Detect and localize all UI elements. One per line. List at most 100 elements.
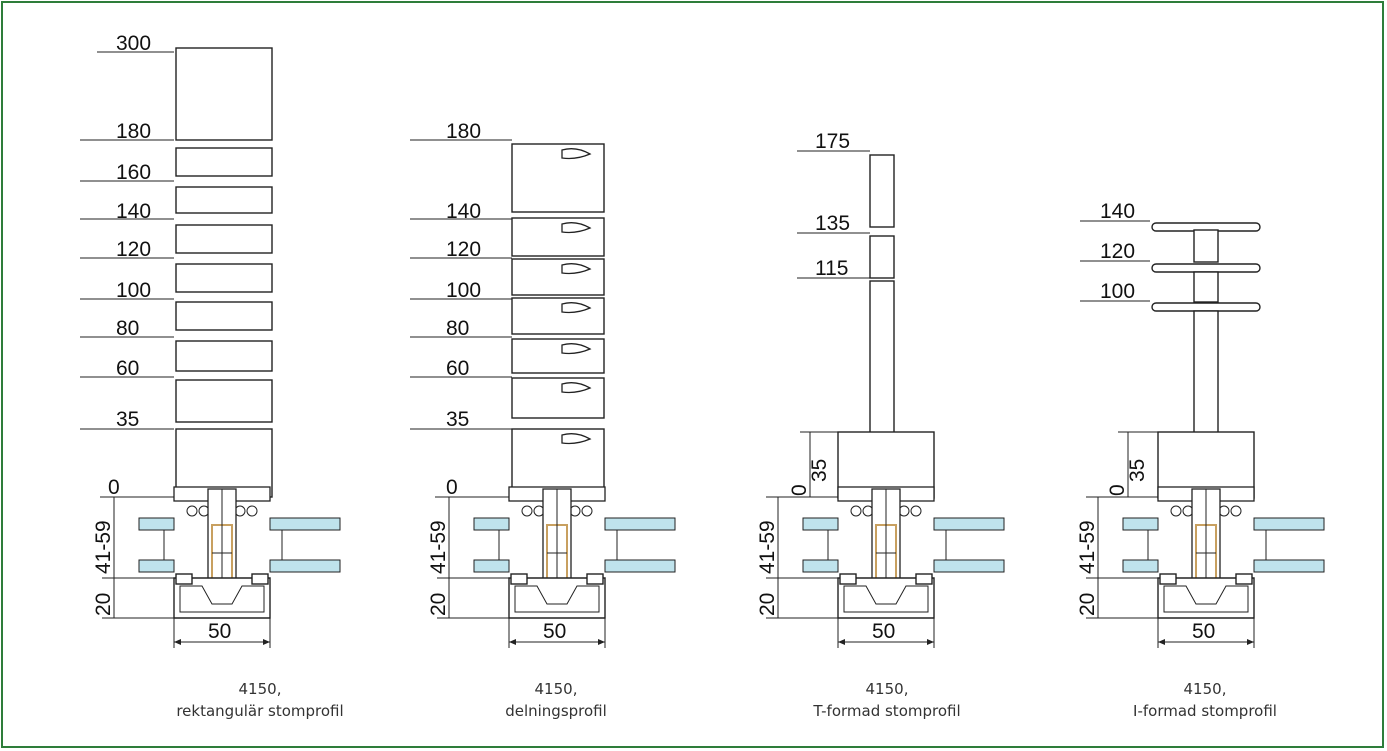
height-label: 120: [446, 238, 481, 261]
glass-pane: [802, 517, 839, 531]
clip-connector: [561, 222, 592, 234]
assembly-t-shaped: 41-59 20 50: [756, 486, 1005, 648]
glass-pane: [1122, 559, 1159, 573]
arrow-head: [598, 639, 605, 645]
profile-chamber: [175, 224, 273, 254]
clip-connector: [561, 343, 592, 355]
profile-chamber: [175, 379, 273, 423]
stem-segment: [1193, 310, 1219, 434]
profile-chamber: [511, 338, 605, 374]
screw-hole: [581, 505, 593, 517]
height-label: 0: [108, 476, 120, 499]
pressure-plate-inner: [843, 585, 929, 613]
profile-chamber: [175, 147, 273, 177]
arrow-head: [1158, 639, 1165, 645]
height-label: 140: [116, 200, 151, 223]
height-label: 0: [446, 476, 458, 499]
height-label: 80: [446, 317, 469, 340]
gasket-seal: [1159, 573, 1177, 585]
pressure-plate-inner: [179, 585, 265, 613]
height-label: 180: [116, 120, 151, 143]
height-label: 120: [116, 238, 151, 261]
glass-thickness-label: 41-59: [756, 520, 779, 574]
screw-hole: [850, 505, 862, 517]
profile-chamber: [511, 377, 605, 419]
screw-hole: [521, 505, 533, 517]
profile-chamber: [511, 217, 605, 257]
stem-segment: [869, 154, 895, 228]
profile-chamber: [511, 428, 605, 498]
height-label: 100: [116, 279, 151, 302]
width-label: 50: [1192, 620, 1215, 643]
gasket-seal: [1235, 573, 1253, 585]
clip-connector: [561, 148, 592, 160]
arrow-head: [263, 639, 270, 645]
bottom-depth-label: 20: [756, 593, 779, 616]
height-label: 300: [116, 32, 151, 55]
clip-connector: [561, 382, 592, 394]
screw-hole: [1170, 505, 1182, 517]
glass-pane: [269, 517, 341, 531]
caption-code: 4150,: [1183, 680, 1227, 698]
glass-pane: [604, 517, 676, 531]
caption-name: T-formad stomprofil: [813, 702, 961, 720]
flange: [1151, 302, 1261, 312]
height-label: 115: [815, 257, 848, 280]
width-label: 50: [543, 620, 566, 643]
profile-chamber: [511, 143, 605, 213]
arrow-head: [838, 639, 845, 645]
width-label: 50: [208, 620, 231, 643]
height-label: 60: [116, 357, 139, 380]
bottom-depth-label: 20: [1076, 593, 1099, 616]
height-label: 160: [116, 161, 151, 184]
gasket-seal: [175, 573, 193, 585]
stem-segment: [1193, 271, 1219, 303]
profile-chamber: [175, 263, 273, 293]
glass-pane: [473, 559, 510, 573]
screw-hole: [910, 505, 922, 517]
profile-chamber: [175, 186, 273, 214]
flange: [1151, 263, 1261, 273]
arrow-head: [1247, 639, 1254, 645]
pressure-plate-inner: [1163, 585, 1249, 613]
stem-segment: [869, 235, 895, 279]
profile-chamber: [175, 301, 273, 331]
stem-segment: [1193, 229, 1219, 263]
glass-pane: [473, 517, 510, 531]
height-label: 0: [1106, 484, 1129, 496]
height-label: 120: [1100, 240, 1135, 263]
profile-chamber: [511, 297, 605, 335]
screw-hole: [246, 505, 258, 517]
glass-pane: [1253, 559, 1325, 573]
clip-connector: [561, 263, 592, 275]
glass-pane: [269, 559, 341, 573]
arrow-head: [927, 639, 934, 645]
gasket-seal: [510, 573, 528, 585]
caption-name: I-formad stomprofil: [1133, 702, 1277, 720]
glass-pane: [138, 559, 175, 573]
height-label: 140: [1100, 200, 1135, 223]
height-label: 175: [815, 130, 850, 153]
arrow-head: [509, 639, 516, 645]
profile-chamber: [175, 47, 273, 141]
width-label: 50: [872, 620, 895, 643]
screw-hole: [1230, 505, 1242, 517]
bottom-depth-label: 20: [427, 593, 450, 616]
gasket-seal: [915, 573, 933, 585]
gasket-seal: [839, 573, 857, 585]
caption-i-shaped: 4150, I-formad stomprofil: [1055, 678, 1355, 722]
glass-pane: [1122, 517, 1159, 531]
bottom-depth-label: 20: [92, 593, 115, 616]
caption-code: 4150,: [238, 680, 282, 698]
gasket-seal: [251, 573, 269, 585]
height-label: 180: [446, 120, 481, 143]
glass-pane: [802, 559, 839, 573]
glass-pane: [604, 559, 676, 573]
caption-rectangular: 4150, rektangulär stomprofil: [110, 678, 410, 722]
caption-t-shaped: 4150, T-formad stomprofil: [737, 678, 1037, 722]
clip-connector: [561, 433, 592, 445]
